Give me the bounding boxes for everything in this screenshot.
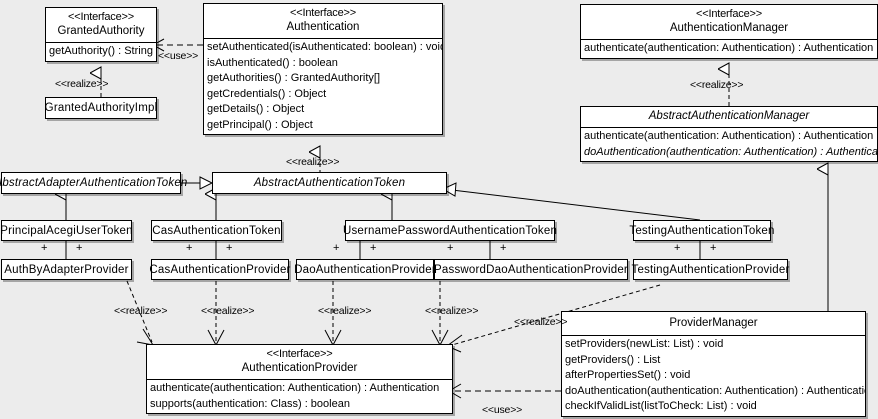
operation: getCredentials() : Object	[207, 87, 327, 100]
multiplicity-principal-token: +	[41, 242, 48, 254]
operation: getProviders() : List	[565, 353, 661, 366]
class-authentication-manager[interactable]: <<Interface>> AuthenticationManager auth…	[580, 4, 878, 59]
operation: authenticate(authentication: Authenticat…	[584, 130, 874, 142]
class-granted-authority[interactable]: <<Interface>> GrantedAuthority getAuthor…	[45, 7, 157, 62]
class-cas-authentication-provider[interactable]: CasAuthenticationProvider	[149, 259, 291, 280]
class-name: AuthByAdapterProvider	[4, 263, 129, 276]
edge-label-realize-abstract-authentication-token: <<realize>>	[286, 156, 340, 168]
class-name: GrantedAuthority	[57, 25, 145, 37]
operation: getAuthorities() : GrantedAuthority[]	[207, 72, 381, 84]
class-name: CasAuthenticationProvider	[149, 263, 291, 276]
multiplicity-cas-provider: +	[226, 242, 233, 254]
class-stereotype: <<Interface>>	[696, 8, 762, 20]
class-cas-authentication-token[interactable]: CasAuthenticationToken	[151, 220, 282, 241]
class-dao-authentication-provider[interactable]: DaoAuthenticationProvider	[294, 259, 436, 280]
class-stereotype: <<Interface>>	[68, 11, 134, 23]
class-name: UsernamePasswordAuthenticationToken	[342, 224, 558, 237]
class-auth-by-adapter-provider[interactable]: AuthByAdapterProvider	[1, 259, 132, 280]
class-granted-authority-impl[interactable]: GrantedAuthorityImpl	[45, 97, 157, 119]
class-password-dao-authentication-provider[interactable]: PasswordDaoAuthenticationProvider	[434, 259, 628, 280]
operation: authenticate(authentication: Authenticat…	[584, 42, 874, 54]
operation: supports(authentication: Class) : boolea…	[150, 397, 350, 410]
class-operations: authenticate(authentication: Authenticat…	[147, 379, 452, 413]
edge-label-use-provider-manager-authentication-provider: <<use>>	[482, 404, 523, 416]
class-name: CasAuthenticationToken	[152, 224, 281, 237]
operation: getDetails() : Object	[207, 103, 305, 115]
class-testing-authentication-provider[interactable]: TestingAuthenticationProvider	[631, 259, 790, 280]
edge-label-realize-password-dao-authentication-provider: <<realize>>	[425, 305, 479, 317]
class-name: PasswordDaoAuthenticationProvider	[434, 263, 628, 276]
class-header: AbstractAuthenticationManager	[581, 107, 877, 127]
class-name: AbstractAdapterAuthenticationToken	[0, 177, 188, 189]
class-abstract-authentication-token[interactable]: AbstractAuthenticationToken	[212, 172, 447, 194]
class-name: AbstractAuthenticationToken	[253, 177, 406, 189]
edge-label-realize-abstract-authentication-manager: <<realize>>	[690, 79, 744, 91]
edge-label-realize-auth-by-adapter-provider: <<realize>>	[114, 305, 168, 317]
class-header: <<Interface>> AuthenticationManager	[581, 5, 877, 39]
class-name: Authentication	[286, 21, 360, 33]
operation: doAuthentication(authentication: Authent…	[584, 145, 877, 158]
class-operations: getAuthority() : String	[46, 42, 156, 61]
class-authentication-provider[interactable]: <<Interface>> AuthenticationProvider aut…	[146, 344, 453, 414]
class-name: ProviderManager	[669, 317, 758, 329]
edge-label-use-authentication-granted-authority: <<use>>	[158, 50, 199, 62]
operation: setProviders(newList: List) : void	[565, 338, 724, 350]
operation: setAuthenticated(isAuthenticated: boolea…	[207, 41, 442, 53]
class-principal-acegi-user-token[interactable]: PrincipalAcegiUserToken	[0, 220, 133, 241]
edge-use-provider-manager-authentication-provider	[448, 383, 561, 399]
class-name: PrincipalAcegiUserToken	[0, 224, 133, 237]
class-name: TestingAuthenticationToken	[629, 224, 775, 237]
edge-label-realize-granted-authority-impl: <<realize>>	[55, 78, 109, 90]
class-username-password-authentication-token[interactable]: UsernamePasswordAuthenticationToken	[342, 220, 558, 241]
class-operations: setProviders(newList: List) : void getPr…	[562, 335, 865, 416]
multiplicity-dao-provider: +	[370, 242, 377, 254]
class-header: ProviderManager	[562, 312, 865, 335]
class-name: TestingAuthenticationProvider	[631, 263, 790, 276]
operation: doAuthentication(authentication: Authent…	[565, 384, 865, 397]
operation: checkIfValidList(listToCheck: List) : vo…	[565, 400, 757, 412]
operation: afterPropertiesSet() : void	[565, 369, 691, 381]
multiplicity-cas-token: +	[186, 242, 193, 254]
multiplicity-auth-by-adapter-provider: +	[76, 242, 83, 254]
multiplicity-username-token-dao: +	[333, 242, 340, 254]
class-name: DaoAuthenticationProvider	[294, 263, 436, 276]
class-stereotype: <<Interface>>	[266, 348, 333, 360]
class-stereotype: <<Interface>>	[290, 7, 356, 19]
operation: isAuthenticated() : boolean	[207, 56, 338, 69]
class-name: AuthenticationProvider	[241, 362, 358, 374]
class-authentication[interactable]: <<Interface>> Authentication setAuthenti…	[203, 3, 443, 135]
class-name: AuthenticationManager	[669, 22, 789, 34]
class-operations: setAuthenticated(isAuthenticated: boolea…	[204, 38, 442, 134]
operation: authenticate(authentication: Authenticat…	[150, 382, 440, 394]
multiplicity-password-dao-provider: +	[500, 242, 507, 254]
operation: getAuthority() : String	[49, 45, 153, 57]
class-name: AbstractAuthenticationManager	[648, 110, 810, 122]
class-name: GrantedAuthorityImpl	[44, 102, 158, 114]
multiplicity-testing-provider: +	[710, 242, 717, 254]
class-abstract-authentication-manager[interactable]: AbstractAuthenticationManager authentica…	[580, 106, 878, 162]
class-header: <<Interface>> AuthenticationProvider	[147, 345, 452, 379]
class-abstract-adapter-authentication-token[interactable]: AbstractAdapterAuthenticationToken	[0, 172, 187, 194]
class-header: <<Interface>> GrantedAuthority	[46, 8, 156, 42]
edge-label-realize-testing-authentication-provider: <<realize>>	[514, 316, 568, 328]
class-provider-manager[interactable]: ProviderManager setProviders(newList: Li…	[561, 311, 866, 417]
edge-generalization-testing-authentication-token	[441, 182, 701, 221]
multiplicity-username-token-password-dao: +	[447, 242, 454, 254]
edge-label-realize-dao-authentication-provider: <<realize>>	[318, 305, 372, 317]
class-operations: authenticate(authentication: Authenticat…	[581, 127, 877, 161]
class-operations: authenticate(authentication: Authenticat…	[581, 39, 877, 58]
edge-label-realize-cas-authentication-provider: <<realize>>	[201, 305, 255, 317]
class-header: <<Interface>> Authentication	[204, 4, 442, 38]
operation: getPrincipal() : Object	[207, 118, 313, 131]
class-testing-authentication-token[interactable]: TestingAuthenticationToken	[629, 220, 774, 241]
multiplicity-testing-token: +	[674, 242, 681, 254]
